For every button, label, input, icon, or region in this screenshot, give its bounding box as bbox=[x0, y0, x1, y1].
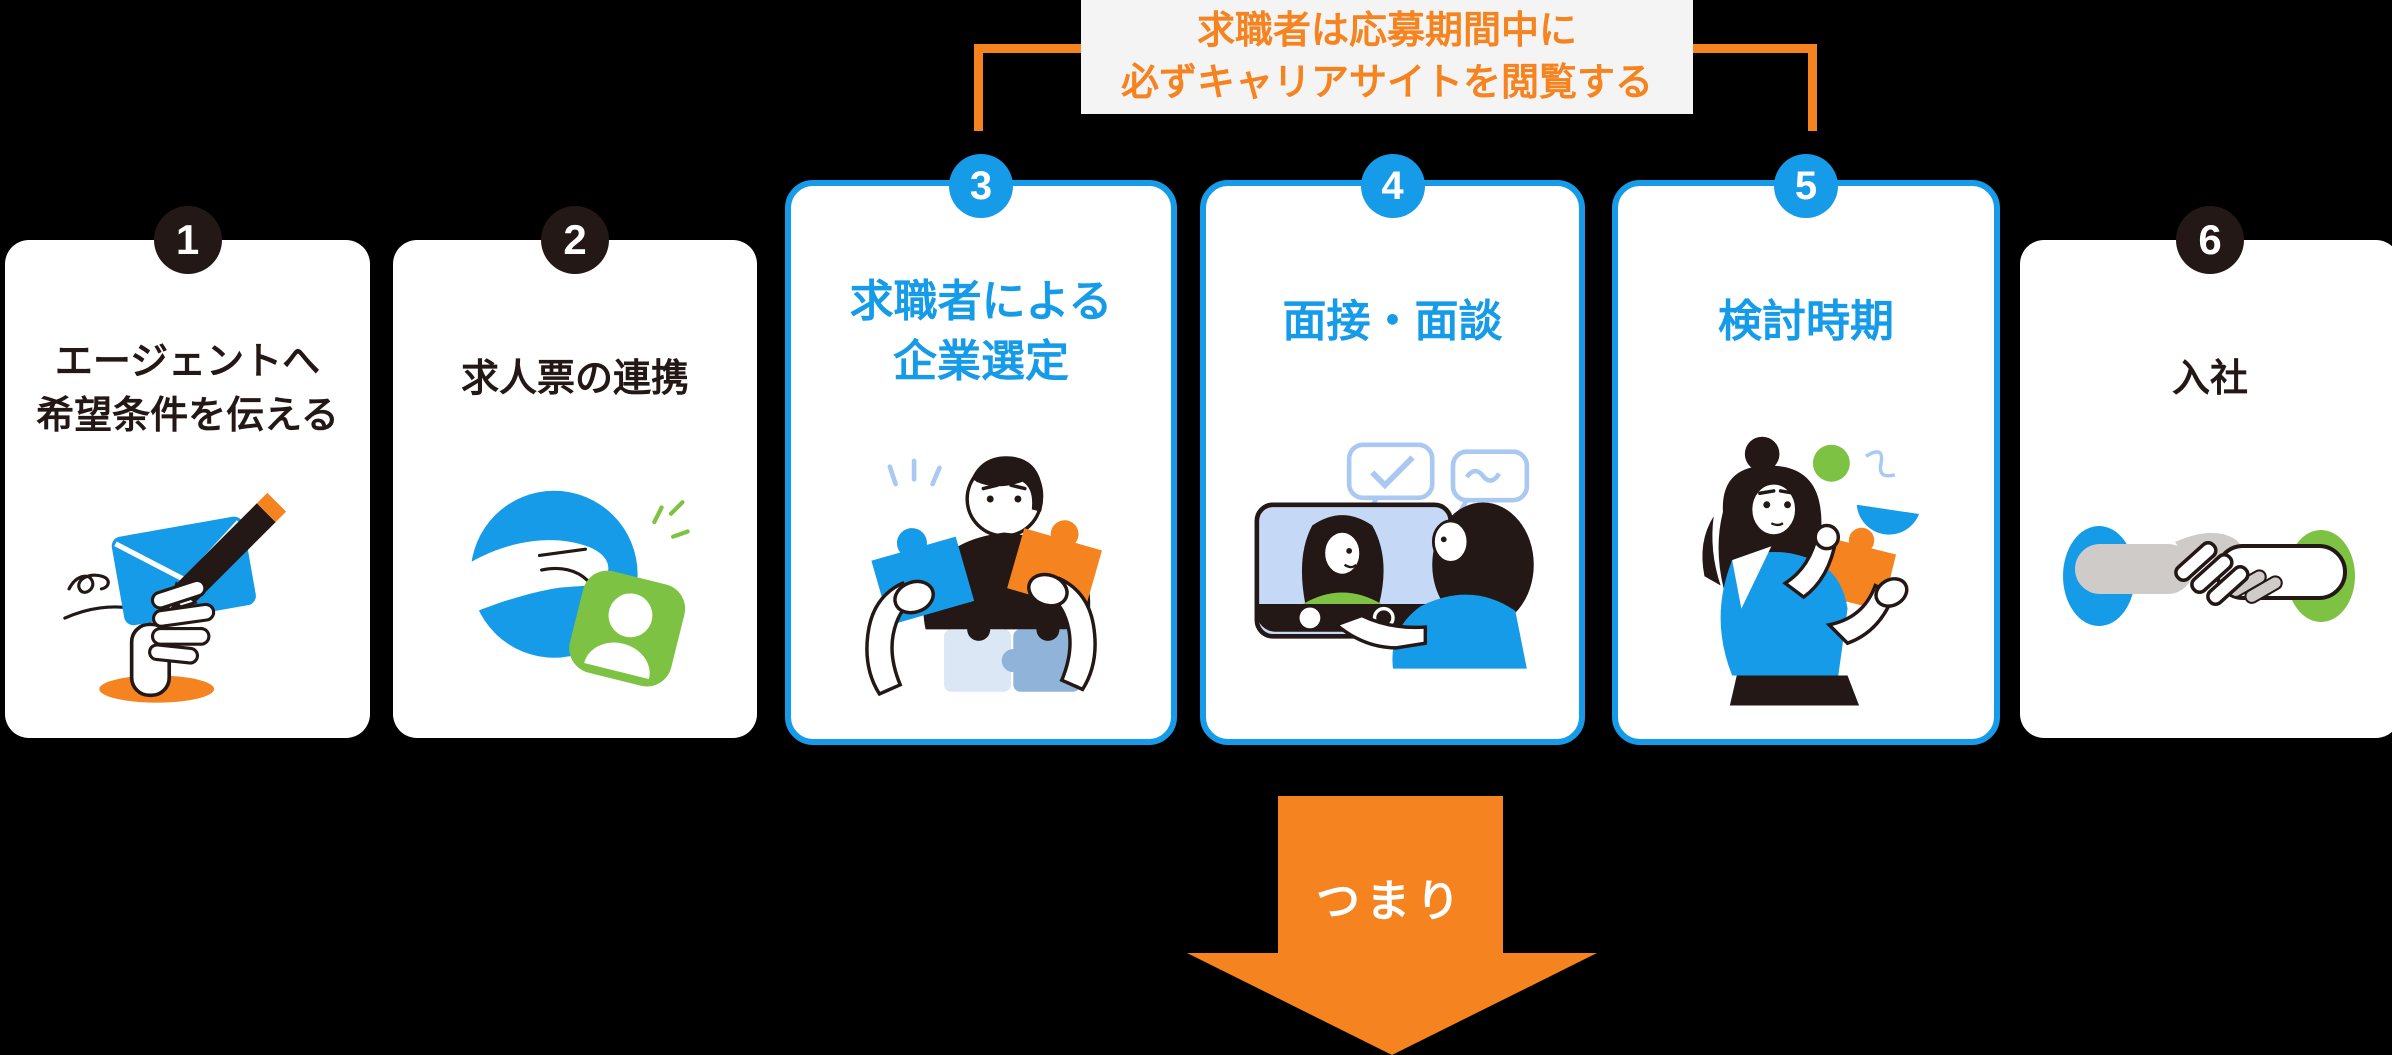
callout-line2: 必ずキャリアサイトを閲覧する bbox=[1120, 62, 1653, 104]
conclusion-arrow: つまり bbox=[1187, 796, 1597, 1055]
step-card-1: 1 エージェントへ 希望条件を伝える bbox=[5, 206, 370, 738]
step-number-badge: 6 bbox=[2176, 206, 2244, 274]
step-title: 求職者による 企業選定 bbox=[849, 277, 1113, 386]
step-card-5: 5 検討時期 bbox=[1612, 154, 2000, 745]
step-number-badge: 5 bbox=[1774, 154, 1838, 218]
envelope-and-pencil-illustration bbox=[62, 492, 286, 703]
step-number-badge: 3 bbox=[949, 154, 1013, 218]
hand-passing-contact-card-illustration bbox=[456, 490, 690, 687]
step-card-3: 3 求職者による 企業選定 bbox=[785, 154, 1177, 745]
step-title: 検討時期 bbox=[1718, 297, 1894, 346]
step-number-badge: 2 bbox=[541, 206, 609, 274]
callout-connector-left bbox=[974, 44, 1090, 131]
step-number-badge: 4 bbox=[1360, 154, 1425, 218]
handshake-illustration bbox=[2063, 526, 2355, 626]
step-title: 求人票の連携 bbox=[460, 358, 689, 400]
step-card-2: 2 求人票の連携 bbox=[393, 206, 757, 738]
person-comparing-puzzle-pieces-illustration bbox=[865, 456, 1102, 697]
callout-banner: 求職者は応募期間中に 必ずキャリアサイトを閲覧する bbox=[1081, 0, 1693, 114]
step-title: 入社 bbox=[2171, 358, 2248, 400]
online-interview-illustration bbox=[1254, 442, 1534, 669]
step-title: エージェントへ 希望条件を伝える bbox=[36, 341, 339, 437]
step-card-4: 4 面接・面談 bbox=[1200, 154, 1585, 745]
step-title: 面接・面談 bbox=[1282, 297, 1503, 346]
conclusion-arrow-label: つまり bbox=[1316, 877, 1466, 926]
step-number-badge: 1 bbox=[153, 206, 222, 274]
woman-considering-puzzle-piece-illustration bbox=[1702, 436, 1920, 706]
callout-connector-right bbox=[1693, 44, 1817, 131]
callout-line1: 求職者は応募期間中に bbox=[1196, 10, 1577, 52]
step-card-6: 6 入社 bbox=[2020, 206, 2392, 738]
